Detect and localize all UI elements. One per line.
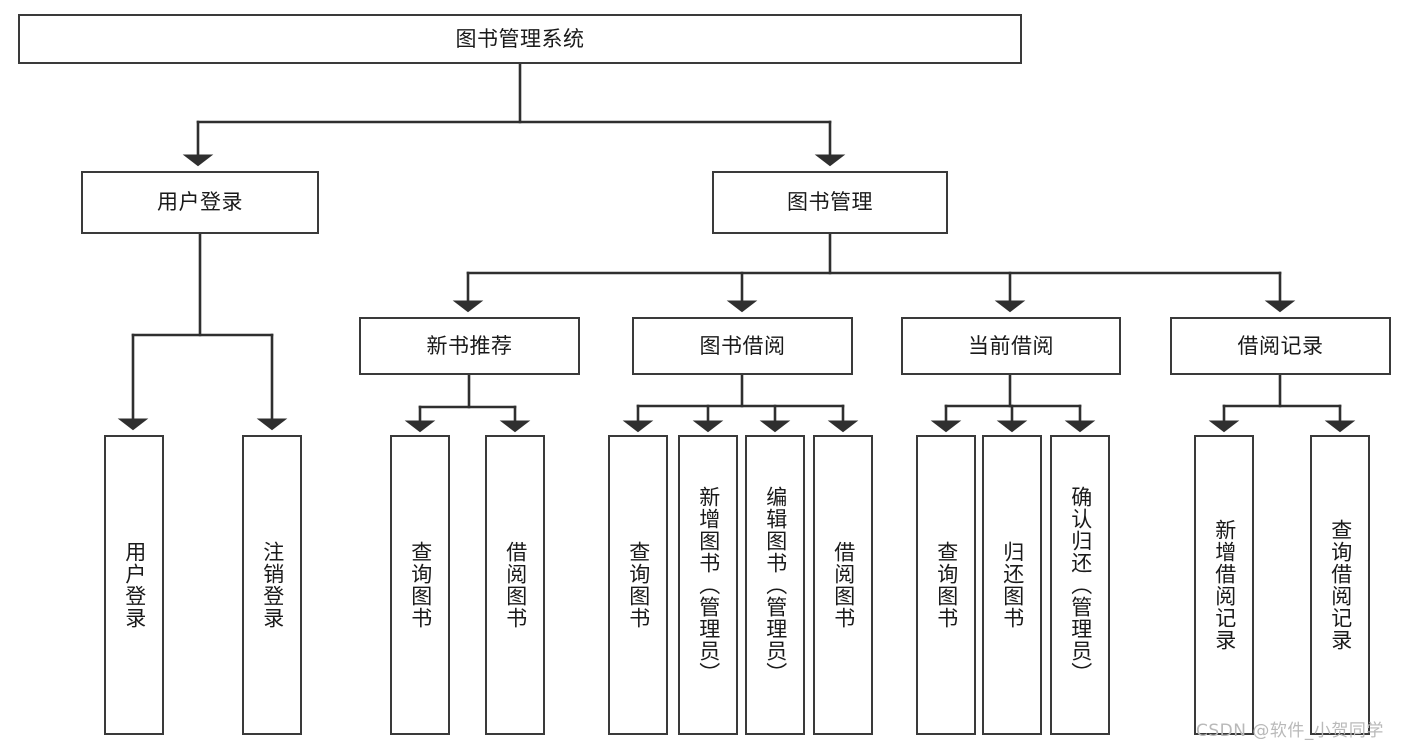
node-label: 编辑图书（管理员） xyxy=(763,486,788,684)
leaf-confirm-return-admin[interactable]: 确认归还（管理员） xyxy=(1050,435,1110,735)
node-book-management[interactable]: 图书管理 xyxy=(712,171,948,234)
leaf-add-borrow-record[interactable]: 新增借阅记录 xyxy=(1194,435,1254,735)
node-label: 归还图书 xyxy=(1000,541,1025,629)
node-user-login[interactable]: 用户登录 xyxy=(81,171,319,234)
node-label: 新书推荐 xyxy=(426,333,513,358)
leaf-borrow-books-recommendation[interactable]: 借阅图书 xyxy=(485,435,545,735)
leaf-query-books-recommendation[interactable]: 查询图书 xyxy=(390,435,450,735)
node-label: 图书管理 xyxy=(787,190,873,215)
node-label: 查询图书 xyxy=(408,541,433,629)
node-current-borrowing[interactable]: 当前借阅 xyxy=(901,317,1121,375)
node-book-borrowing[interactable]: 图书借阅 xyxy=(632,317,853,375)
node-label: 注销登录 xyxy=(260,541,285,629)
leaf-user-login[interactable]: 用户登录 xyxy=(104,435,164,735)
leaf-borrow-books[interactable]: 借阅图书 xyxy=(813,435,873,735)
leaf-add-book-admin[interactable]: 新增图书（管理员） xyxy=(678,435,738,735)
node-label: 新增图书（管理员） xyxy=(696,486,721,684)
node-label: 查询图书 xyxy=(934,541,959,629)
node-label: 图书借阅 xyxy=(699,333,786,358)
leaf-query-books-borrowing[interactable]: 查询图书 xyxy=(608,435,668,735)
node-label: 借阅记录 xyxy=(1237,333,1324,358)
node-label: 新增借阅记录 xyxy=(1212,519,1237,651)
node-label: 确认归还（管理员） xyxy=(1068,486,1093,684)
leaf-logout[interactable]: 注销登录 xyxy=(242,435,302,735)
leaf-return-books[interactable]: 归还图书 xyxy=(982,435,1042,735)
leaf-edit-book-admin[interactable]: 编辑图书（管理员） xyxy=(745,435,805,735)
node-new-book-recommendation[interactable]: 新书推荐 xyxy=(359,317,580,375)
node-label: 查询图书 xyxy=(626,541,651,629)
node-label: 查询借阅记录 xyxy=(1328,519,1353,651)
watermark: CSDN @软件_小贺同学 xyxy=(1196,721,1384,741)
node-label: 当前借阅 xyxy=(968,333,1054,358)
leaf-query-books-current[interactable]: 查询图书 xyxy=(916,435,976,735)
node-label: 用户登录 xyxy=(122,541,147,629)
leaf-query-borrow-record[interactable]: 查询借阅记录 xyxy=(1310,435,1370,735)
node-label: 借阅图书 xyxy=(503,541,528,629)
node-book-management-system[interactable]: 图书管理系统 xyxy=(18,14,1022,64)
node-label: 借阅图书 xyxy=(831,541,856,629)
node-label: 图书管理系统 xyxy=(455,26,585,51)
node-label: 用户登录 xyxy=(157,190,243,215)
node-borrow-records[interactable]: 借阅记录 xyxy=(1170,317,1391,375)
